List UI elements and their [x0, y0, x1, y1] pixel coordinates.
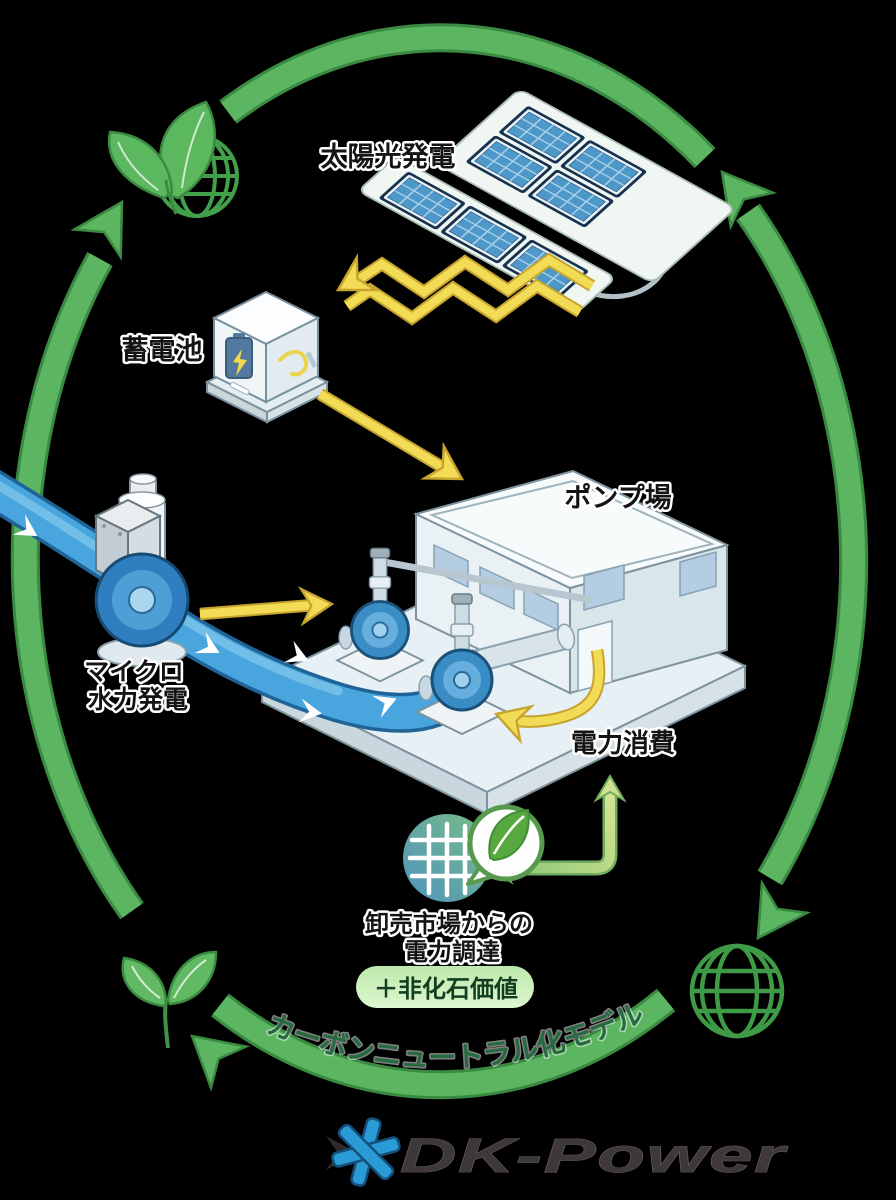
non-fossil-badge: ＋非化石価値 — [356, 966, 534, 1008]
energy-arrow-solar-to-battery — [327, 252, 596, 326]
arrowhead-upright-icon — [73, 186, 147, 259]
bottom-arc — [173, 988, 676, 1100]
leaf-icon-top-left — [107, 100, 216, 215]
window — [479, 565, 515, 611]
market-power-arrow — [486, 775, 625, 883]
pump — [335, 547, 425, 683]
battery-cable — [278, 350, 309, 377]
non-fossil-badge-label: ＋非化石価値 — [374, 975, 518, 1003]
roof-border — [428, 479, 716, 580]
logo-text: DK-Power — [400, 1130, 788, 1183]
platform-side — [486, 664, 746, 816]
micro-hydro-label-line2: 水力発電 — [88, 685, 188, 714]
market-label-line2: 電力調達 — [404, 938, 500, 966]
power-consumption-label: 電力消費 — [571, 729, 675, 759]
pipe-flange — [556, 623, 576, 651]
top-arc — [219, 23, 716, 169]
globe-icon-bottom-right — [689, 943, 785, 1039]
arrowhead-down-icon — [734, 881, 809, 955]
battery-bolt-icon — [225, 333, 253, 379]
micro-hydro-turbine — [93, 473, 190, 667]
right-arc — [699, 153, 869, 955]
energy-arrow-hydro-to-pumps — [199, 585, 335, 625]
solar-panel-array — [360, 90, 733, 311]
dk-power-logo: DK-Power — [326, 1117, 788, 1187]
solar-label: 太陽光発電 — [321, 142, 456, 173]
window — [679, 551, 717, 597]
battery-unit — [204, 290, 330, 424]
battery-label: 蓄電池 — [122, 335, 203, 366]
battery-slot — [229, 381, 250, 396]
energy-arrow-battery-to-pump-station — [316, 388, 473, 497]
left-arc — [10, 186, 147, 920]
pump — [414, 593, 510, 736]
pump-station — [259, 469, 748, 816]
pump-station-label: ポンプ場 — [564, 483, 671, 514]
energy-arrow-consumption — [489, 648, 606, 742]
cycle-ring — [10, 23, 869, 1100]
battery-vent — [305, 351, 318, 369]
dk-power-mark — [326, 1117, 401, 1187]
overhead-pipe — [372, 556, 593, 604]
micro-hydro-label-line1: マイクロ — [84, 657, 184, 686]
market-label-line1: 卸売市場からの — [365, 910, 533, 938]
leaf-bubble-icon — [466, 804, 545, 886]
sprout-icon-bottom-left — [121, 950, 218, 1049]
